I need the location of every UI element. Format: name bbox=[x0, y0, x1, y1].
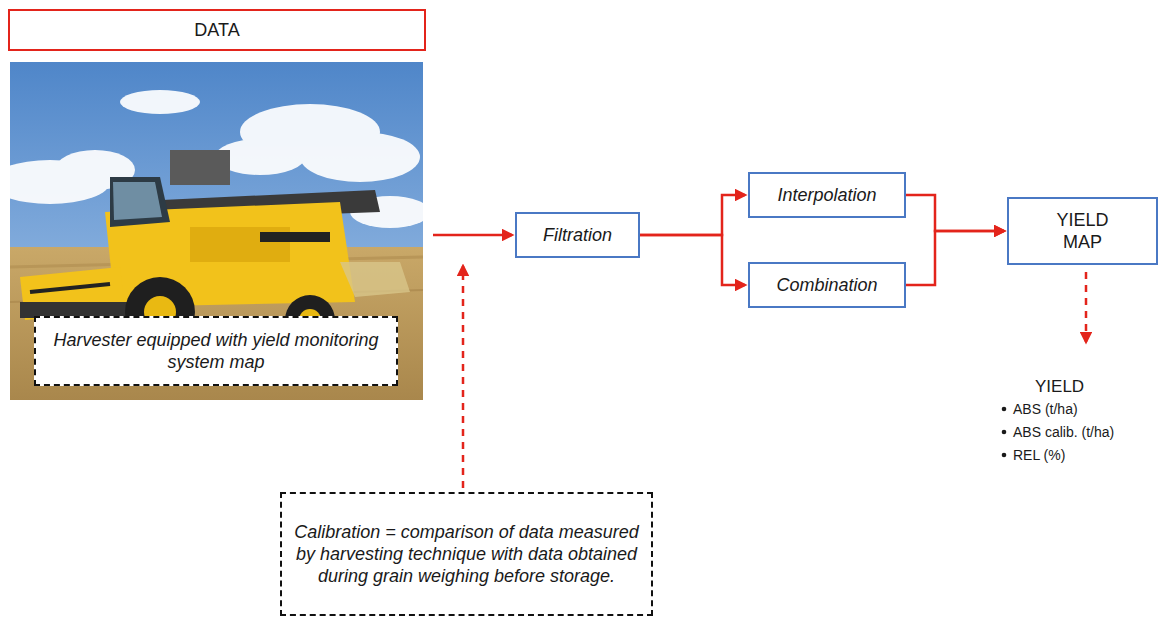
process-box: Filtration bbox=[515, 212, 640, 258]
flow-arrow bbox=[640, 195, 745, 235]
node-text: Filtration bbox=[543, 224, 612, 246]
calibration-leader bbox=[462, 266, 465, 488]
bullet bbox=[1002, 430, 1007, 435]
flow-arrow bbox=[906, 195, 1004, 231]
flow-arrow bbox=[640, 235, 745, 285]
process-box: Interpolation bbox=[748, 172, 906, 218]
node-text: Combination bbox=[776, 274, 877, 296]
flow-arrow bbox=[906, 231, 1004, 285]
output-item: REL (%) bbox=[1013, 446, 1065, 464]
node-text: YIELD MAP bbox=[1048, 209, 1118, 253]
flow-arrow bbox=[433, 234, 512, 237]
bullet bbox=[1002, 453, 1007, 458]
photo-panel: Harvester equipped with yield monitoring… bbox=[10, 62, 423, 400]
node-text: DATA bbox=[194, 19, 239, 41]
note-box: Calibration = comparison of data measure… bbox=[280, 492, 653, 616]
output-box: YIELD MAP bbox=[1007, 197, 1158, 265]
output-item: ABS calib. (t/ha) bbox=[1013, 423, 1114, 441]
bullet bbox=[1002, 407, 1007, 412]
output-leader bbox=[1085, 272, 1088, 342]
process-box: Combination bbox=[748, 262, 906, 308]
photo-caption-box: Harvester equipped with yield monitoring… bbox=[34, 316, 398, 386]
output-item: ABS (t/ha) bbox=[1013, 400, 1078, 418]
node-text: Harvester equipped with yield monitoring… bbox=[46, 329, 386, 373]
node-text: Interpolation bbox=[777, 184, 876, 206]
section-header: DATA bbox=[8, 9, 426, 51]
node-text: Calibration = comparison of data measure… bbox=[292, 521, 641, 587]
output-heading: YIELD bbox=[1035, 378, 1084, 396]
